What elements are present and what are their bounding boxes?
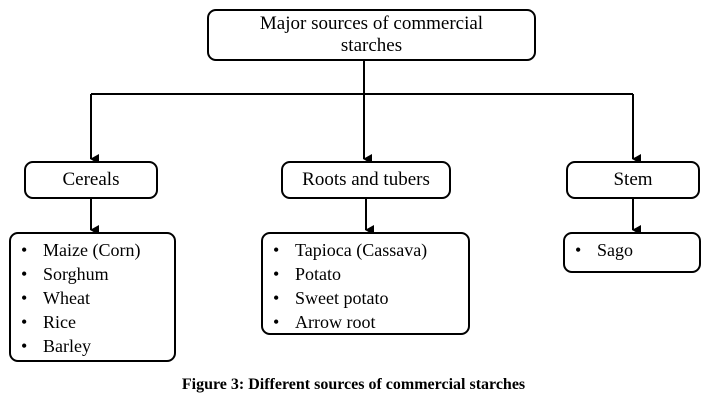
category-label: Cereals bbox=[62, 169, 120, 190]
root-label: Major sources of commercial starches bbox=[259, 13, 484, 56]
bullet-icon: • bbox=[575, 240, 582, 260]
root-node: Major sources of commercial starches bbox=[207, 9, 536, 61]
bullet-icon: • bbox=[273, 240, 280, 260]
bullet-icon: • bbox=[21, 240, 28, 260]
bullet-icon: • bbox=[273, 264, 280, 284]
category-label: Stem bbox=[613, 169, 653, 190]
list-item: •Rice bbox=[21, 312, 76, 332]
bullet-icon: • bbox=[273, 312, 280, 332]
bullet-icon: • bbox=[21, 336, 28, 356]
category-stem: Stem bbox=[566, 161, 700, 199]
list-item: •Tapioca (Cassava) bbox=[273, 240, 428, 260]
stem-list: •Sago bbox=[563, 232, 701, 273]
category-roots-and-tubers: Roots and tubers bbox=[281, 161, 451, 199]
bullet-icon: • bbox=[273, 288, 280, 308]
list-item: •Sweet potato bbox=[273, 288, 389, 308]
list-item: •Wheat bbox=[21, 288, 90, 308]
list-item: •Arrow root bbox=[273, 312, 376, 332]
roots-and-tubers-list: •Tapioca (Cassava) •Potato •Sweet potato… bbox=[261, 232, 470, 335]
bullet-icon: • bbox=[21, 312, 28, 332]
list-item: •Barley bbox=[21, 336, 91, 356]
category-label: Roots and tubers bbox=[302, 169, 430, 190]
list-item: •Maize (Corn) bbox=[21, 240, 141, 260]
figure-caption: Figure 3: Different sources of commercia… bbox=[181, 376, 526, 393]
bullet-icon: • bbox=[21, 264, 28, 284]
list-item: •Sago bbox=[575, 240, 633, 260]
list-item: •Potato bbox=[273, 264, 342, 284]
list-item: •Sorghum bbox=[21, 264, 109, 284]
category-cereals: Cereals bbox=[24, 161, 158, 199]
bullet-icon: • bbox=[21, 288, 28, 308]
cereals-list: •Maize (Corn) •Sorghum •Wheat •Rice •Bar… bbox=[9, 232, 176, 362]
